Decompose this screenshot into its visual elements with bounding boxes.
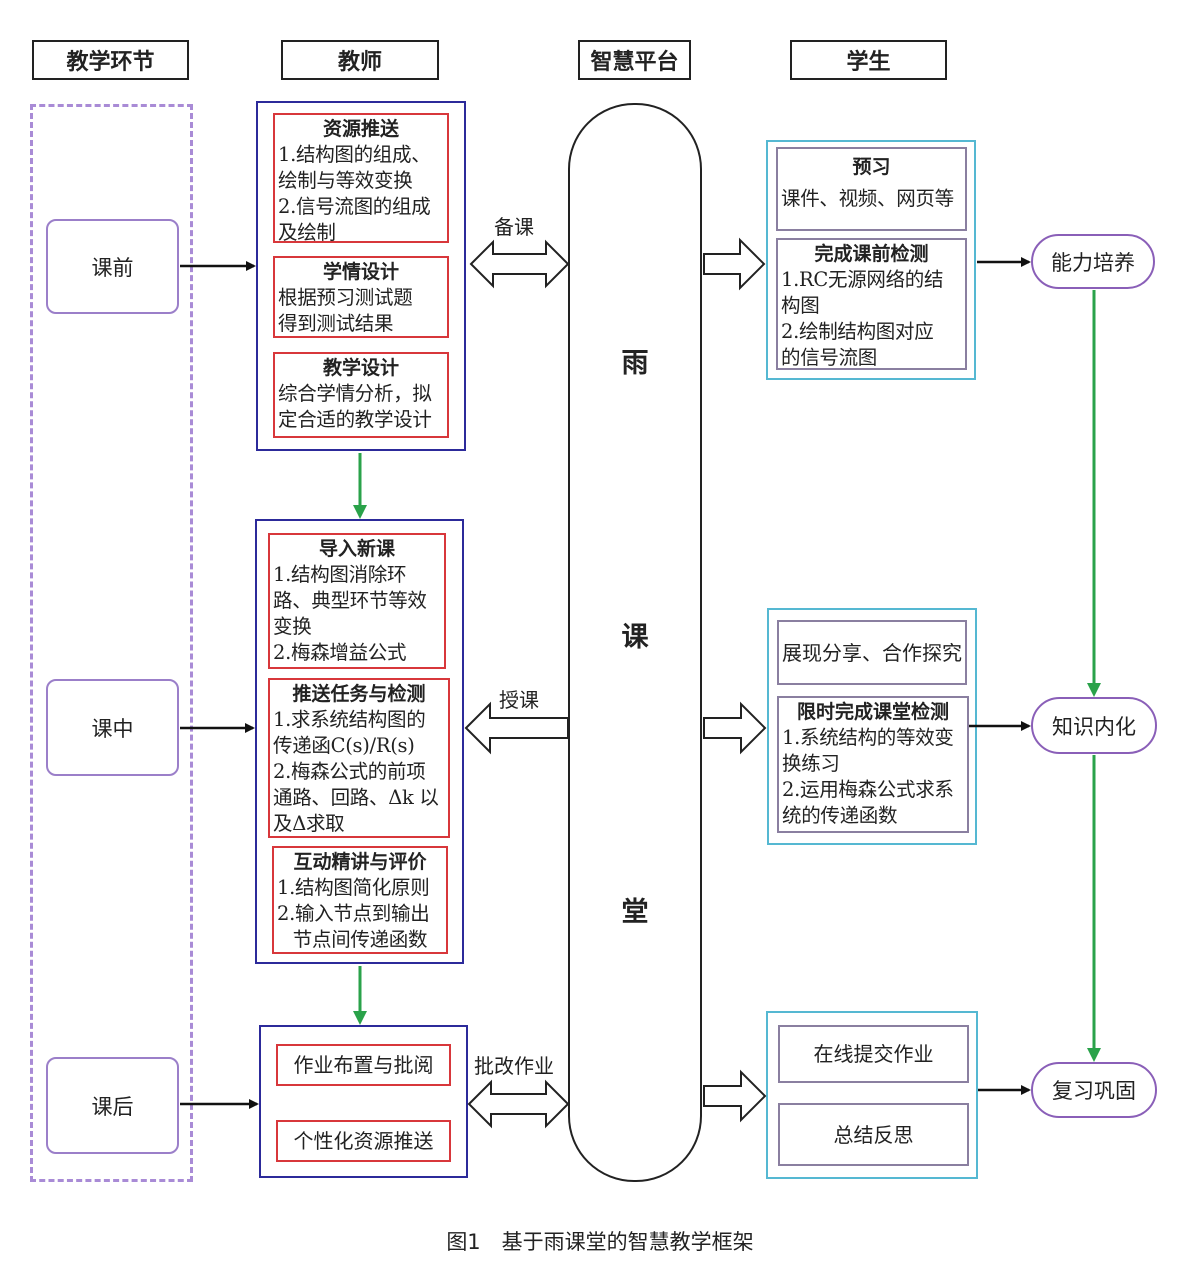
learning-design-line: 得到测试结果	[278, 312, 394, 335]
new-lesson-line: 1.结构图消除环	[273, 563, 407, 586]
platform-char: 雨	[621, 348, 649, 379]
personalized-push-box: 个性化资源推送	[276, 1120, 451, 1162]
learning-design-line: 根据预习测试题	[278, 286, 413, 309]
new-lesson-line: 变换	[273, 615, 312, 638]
teaching-design-line: 定合适的教学设计	[278, 408, 432, 431]
interactive-line: 节点间传递函数	[292, 928, 428, 951]
edge-label-prepare: 备课	[494, 215, 534, 239]
push-task-box: 推送任务与检测 1.求系统结构图的 传递函C(s)/R(s) 2.梅森公式的前项…	[268, 678, 450, 838]
learning-design-title: 学情设计	[322, 261, 399, 283]
share-explore-box: 展现分享、合作探究	[777, 620, 967, 685]
resource-push-line: 及绘制	[278, 221, 336, 243]
pre-test-line: 构图	[781, 294, 820, 317]
resource-push-title: 资源推送	[322, 118, 399, 140]
phase-after: 课后	[46, 1057, 179, 1154]
teaching-design-title: 教学设计	[322, 357, 399, 379]
teaching-design-box: 教学设计 综合学情分析，拟 定合适的教学设计	[273, 352, 449, 438]
outcome-ability: 能力培养	[1031, 234, 1155, 289]
new-lesson-line: 路、典型环节等效	[273, 589, 427, 612]
teaching-design-line: 综合学情分析，拟	[278, 382, 432, 405]
rain-classroom-platform: 雨 课 堂	[568, 103, 702, 1182]
learning-design-box: 学情设计 根据预习测试题 得到测试结果	[273, 256, 449, 338]
phase-during: 课中	[46, 679, 179, 776]
platform-char: 堂	[621, 897, 649, 928]
interactive-title: 互动精讲与评价	[293, 851, 427, 873]
resource-push-line: 2.信号流图的组成	[278, 195, 431, 218]
pre-test-line: 2.绘制结构图对应	[781, 320, 934, 343]
pre-test-line: 1.RC无源网络的结	[781, 268, 944, 291]
edge-label-teach: 授课	[499, 688, 539, 712]
edge-label-grade: 批改作业	[474, 1054, 554, 1078]
timed-test-line: 1.系统结构的等效变	[782, 726, 954, 749]
pre-test-box: 完成课前检测 1.RC无源网络的结 构图 2.绘制结构图对应 的信号流图	[776, 238, 967, 370]
preview-box: 预习 课件、视频、网页等	[776, 147, 967, 231]
figure-caption: 图1 基于雨课堂的智慧教学框架	[446, 1230, 754, 1254]
interactive-line: 1.结构图简化原则	[277, 876, 430, 899]
interactive-box: 互动精讲与评价 1.结构图简化原则 2.输入节点到输出 节点间传递函数	[272, 846, 448, 954]
double-arrow-prepare	[469, 239, 570, 289]
header-stage: 教学环节	[32, 40, 189, 80]
header-student: 学生	[790, 40, 947, 80]
outcome-review: 复习巩固	[1031, 1062, 1157, 1118]
timed-test-box: 限时完成课堂检测 1.系统结构的等效变 换练习 2.运用梅森公式求系 统的传递函…	[777, 696, 969, 833]
double-arrow-grade	[467, 1079, 570, 1129]
phase-before: 课前	[46, 219, 179, 314]
new-lesson-box: 导入新课 1.结构图消除环 路、典型环节等效 变换 2.梅森增益公式	[268, 533, 446, 669]
submit-homework-box: 在线提交作业	[778, 1025, 969, 1083]
timed-test-line: 统的传递函数	[782, 804, 898, 827]
pre-test-line: 的信号流图	[781, 346, 878, 369]
header-platform: 智慧平台	[578, 40, 691, 80]
push-task-line: 1.求系统结构图的	[273, 708, 426, 731]
outcome-internalize: 知识内化	[1031, 697, 1157, 754]
header-teacher: 教师	[281, 40, 439, 80]
resource-push-line: 1.结构图的组成、	[278, 143, 431, 166]
timed-test-title: 限时完成课堂检测	[796, 701, 949, 723]
push-task-line: 传递函C(s)/R(s)	[273, 734, 415, 757]
new-lesson-title: 导入新课	[318, 538, 395, 560]
phase-column	[30, 104, 193, 1182]
hollow-arrow-to-student-before	[703, 237, 766, 291]
timed-test-line: 2.运用梅森公式求系	[782, 778, 954, 801]
reflect-box: 总结反思	[778, 1103, 969, 1166]
platform-char: 课	[621, 622, 649, 653]
timed-test-line: 换练习	[782, 752, 840, 775]
hollow-arrow-to-student-during	[703, 701, 767, 755]
preview-title: 预习	[852, 156, 891, 178]
homework-box: 作业布置与批阅	[276, 1044, 451, 1086]
new-lesson-line: 2.梅森增益公式	[273, 641, 407, 664]
hollow-arrow-to-student-after	[703, 1069, 767, 1123]
push-task-line: 2.梅森公式的前项	[273, 760, 426, 783]
push-task-title: 推送任务与检测	[292, 683, 426, 705]
interactive-line: 2.输入节点到输出	[277, 902, 430, 925]
pre-test-title: 完成课前检测	[814, 243, 929, 265]
preview-line: 课件、视频、网页等	[781, 187, 954, 210]
resource-push-line: 绘制与等效变换	[278, 169, 413, 192]
push-task-line: 通路、回路、Δk 以	[273, 786, 439, 809]
push-task-line: 及Δ求取	[273, 812, 345, 835]
resource-push-box: 资源推送 1.结构图的组成、 绘制与等效变换 2.信号流图的组成 及绘制	[273, 113, 449, 243]
